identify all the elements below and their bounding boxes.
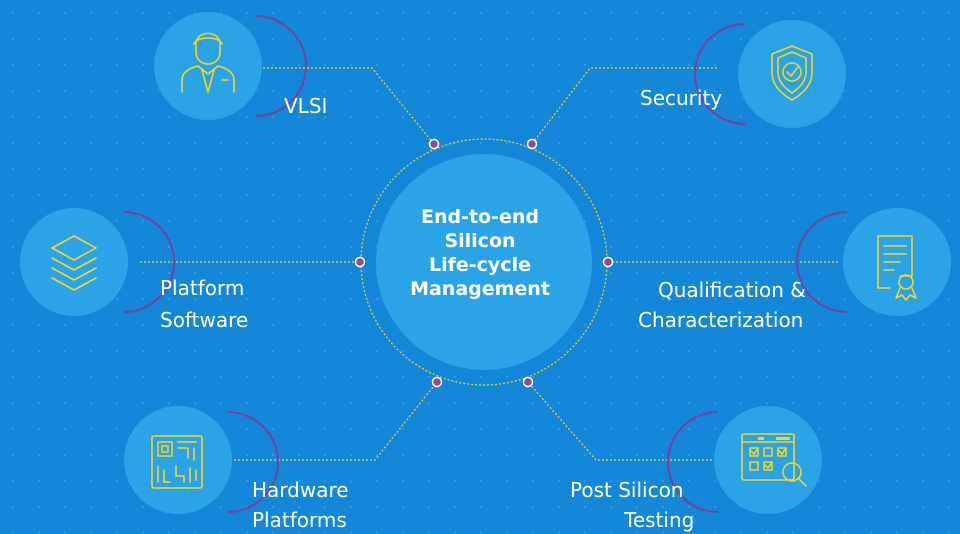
layers-icon [51,235,97,291]
shield-check-icon [771,45,813,101]
center-title-line: Life-cycle [429,254,531,276]
center-title-line: Management [410,278,550,300]
node-platform-software [20,208,175,316]
connector-post-silicon [527,381,712,461]
arc-qualification [796,211,848,313]
circuit-board-icon [151,435,203,489]
center-title: End-to-end Silicon Life-cycle Management [380,205,580,301]
label-hardware-line1: Hardware [252,478,349,502]
label-qualification-line1: Qualification & [658,278,806,302]
ring-dot-hardware [431,376,443,388]
label-security: Security [640,86,723,110]
label-vlsi: VLSI [284,94,328,118]
label-platform-software-line2: Software [160,308,249,332]
node-post-silicon [667,406,822,514]
node-vlsi [154,12,307,120]
ring-dot-platform-software [354,256,366,268]
arc-security [694,23,746,125]
node-hardware [124,406,279,514]
certificate-icon [877,235,917,301]
ring-dot-post-silicon [522,376,534,388]
arc-platform-software [123,211,175,313]
connector-vlsi [255,67,435,145]
center-title-line: End-to-end [420,206,540,228]
checklist-magnifier-icon [741,433,807,487]
arc-hardware [227,411,279,513]
label-post-silicon-line1: Post Silicon [570,478,684,502]
engineer-icon [181,32,235,93]
ring-dot-vlsi [428,138,440,150]
label-platform-software-line1: Platform [160,276,245,300]
ring-dot-security [526,138,538,150]
label-qualification-line2: Characterization [638,308,804,332]
arc-vlsi [255,15,307,117]
label-post-silicon-line2: Testing [624,508,695,532]
center-circle [376,154,592,370]
center-title-line: Silicon [444,230,516,252]
label-hardware-line2: Platforms [252,508,347,532]
ring-dot-qualification [602,256,614,268]
arc-post-silicon [667,411,719,513]
